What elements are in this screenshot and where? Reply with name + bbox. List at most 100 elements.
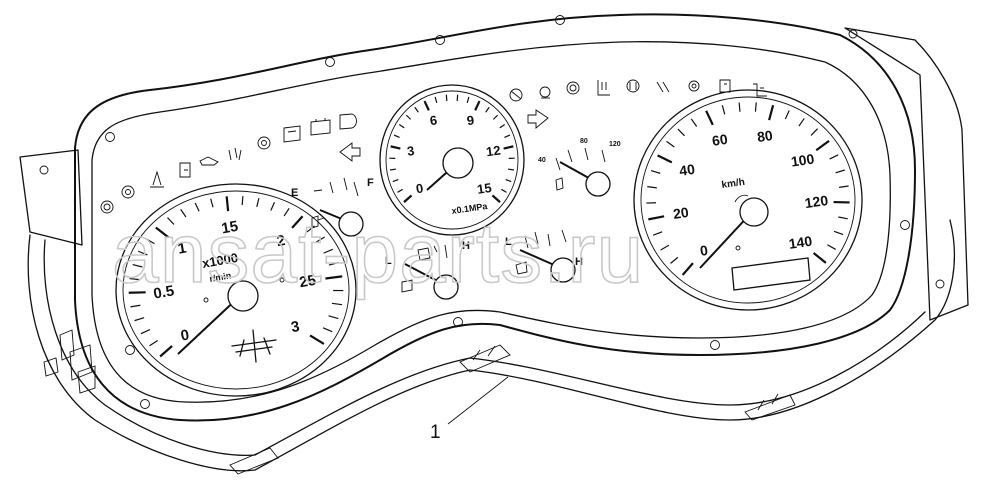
- glow-plug-icon: [228, 147, 242, 161]
- tachometer-tick: [306, 225, 315, 233]
- pressure-tick: [492, 114, 499, 120]
- pressure-label: 12: [485, 142, 501, 159]
- tachometer-tick: [328, 315, 339, 320]
- speedometer-tick: [670, 256, 679, 264]
- tachometer-label: 0.5: [152, 282, 175, 302]
- tachometer-label: 25: [298, 272, 317, 292]
- speedometer-tick: [648, 215, 665, 221]
- pressure-hub: [442, 147, 474, 179]
- speedometer-tick: [833, 230, 844, 236]
- tachometer-tick: [167, 217, 175, 225]
- speedometer-tick: [690, 118, 698, 127]
- speedometer-tick: [784, 110, 790, 120]
- tachometer-label: 3: [290, 318, 301, 336]
- tachometer-tick: [155, 226, 170, 239]
- fuel-hub: [338, 211, 364, 237]
- speedometer-tick: [812, 252, 827, 264]
- speedometer-unit: km/h: [721, 177, 746, 191]
- small-temp-label-120: 120: [609, 141, 621, 148]
- tachometer-label: 0: [179, 326, 190, 344]
- pressure-tick: [503, 145, 514, 150]
- tachometer-tick: [241, 196, 244, 206]
- parking-brake-icon: [100, 200, 114, 214]
- pressure-tick: [389, 168, 397, 171]
- speedometer-tick: [829, 154, 839, 160]
- small-temp-label-40: 40: [538, 157, 546, 164]
- odometer-display: [731, 257, 811, 291]
- pressure-tick: [414, 106, 419, 113]
- coolant-level-icon: [150, 170, 164, 188]
- temp-hub: [550, 257, 576, 283]
- manufacturer-logo: [231, 329, 277, 363]
- tachometer-tick: [130, 304, 141, 308]
- door-open-icon: [283, 125, 301, 143]
- pressure-tick: [456, 94, 459, 101]
- pressure-ticks: [389, 94, 515, 203]
- battery-icon: [310, 118, 331, 136]
- pressure-label: 3: [406, 143, 415, 159]
- tachometer-tick: [132, 264, 143, 268]
- speedometer-tick: [815, 140, 830, 152]
- speedometer-label: 80: [756, 127, 774, 145]
- speedometer-label: 0: [699, 242, 709, 259]
- pressure-tick: [398, 123, 405, 129]
- pressure-label: 6: [429, 112, 438, 128]
- tachometer-tick: [270, 201, 276, 211]
- tachometer-tick: [325, 275, 343, 280]
- pressure-tick: [499, 123, 506, 129]
- engine-check-icon: [688, 80, 700, 92]
- turn-right-arrow-icon: [527, 109, 549, 129]
- tachometer-tick: [328, 261, 339, 266]
- high-beam-icon: [719, 79, 731, 93]
- speedometer-tick: [666, 140, 675, 148]
- speedometer-tick: [835, 169, 845, 174]
- tachometer-tick: [323, 248, 333, 254]
- speedometer-tick: [754, 102, 757, 112]
- abs-icon: [257, 136, 271, 150]
- speedometer-hub-arc: [734, 194, 749, 203]
- speedometer-label: 120: [804, 192, 830, 211]
- pressure-tick: [505, 178, 512, 183]
- tire-icon: [626, 79, 640, 93]
- tachometer-tick: [225, 196, 230, 212]
- fuel-low-icon: [179, 162, 191, 178]
- pressure-tick: [403, 194, 413, 203]
- speedometer-tick: [647, 186, 657, 189]
- tachometer-tick: [322, 327, 333, 333]
- small-temp-gauge: 40 80 120: [538, 138, 621, 197]
- pressure-tick: [434, 96, 438, 104]
- tachometer-hub: [227, 280, 259, 312]
- brake-warning-icon: [121, 185, 135, 199]
- oil-low-label: L: [385, 255, 392, 267]
- pressure-tick: [445, 94, 448, 101]
- speedometer-tick: [652, 231, 663, 236]
- fuel-gauge: E F: [291, 177, 374, 237]
- oil-high-label: H: [462, 240, 470, 252]
- exhaust-brake-icon: [597, 80, 610, 96]
- tachometer-tick: [283, 207, 290, 217]
- tachometer-unit-bottom: r/min: [209, 270, 232, 284]
- speedometer-ticks: [646, 102, 850, 276]
- tachometer-tick: [194, 202, 200, 212]
- tachometer-tick: [137, 250, 148, 256]
- tachometer-tick: [159, 345, 173, 358]
- tachometer-ticks: [128, 196, 344, 358]
- oil-gauge: L H: [385, 240, 470, 300]
- callout-number: 1: [430, 422, 441, 443]
- pressure-tick: [474, 100, 481, 111]
- turn-left-arrow-icon: [339, 142, 361, 162]
- speedometer-tick: [798, 118, 805, 127]
- tachometer-tick: [149, 339, 159, 347]
- pressure-label: 9: [466, 112, 475, 128]
- headlight-icon: [339, 113, 357, 130]
- pressure-tick: [423, 100, 430, 111]
- pressure-tick: [491, 194, 501, 203]
- tachometer-tick: [210, 198, 214, 208]
- tachometer-tick: [256, 197, 260, 207]
- brake-pad-icon: [566, 81, 580, 95]
